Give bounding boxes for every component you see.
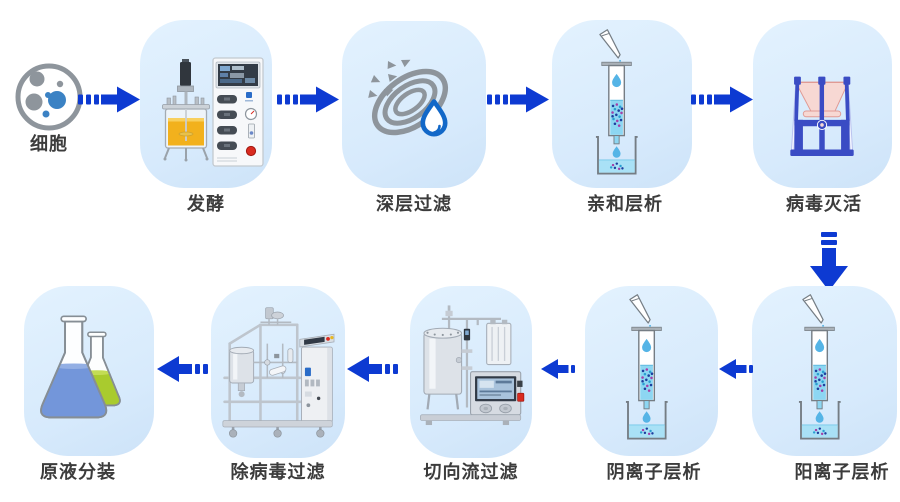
flasks-icon (34, 306, 146, 435)
step-box-tangential-flow-filtration (410, 286, 532, 458)
step-box-depth-filtration (342, 21, 486, 188)
step-label-virus-inactivation: 病毒灭活 (786, 194, 862, 214)
step-box-affinity-chromatography (552, 20, 692, 188)
step-box-cation-exchange (752, 286, 897, 456)
chromatography-column-icon (579, 26, 664, 182)
arrow-right-icon (487, 86, 549, 113)
cells-icon (15, 63, 83, 131)
mixing-bag-stand-icon (776, 54, 868, 170)
step-label-depth-filtration: 深层过滤 (376, 194, 452, 214)
step-box-bulk-filling (24, 286, 154, 456)
filtration-skid-icon (216, 294, 340, 448)
arrow-right-icon (277, 86, 339, 113)
arrow-right-icon (78, 86, 140, 113)
step-label-virus-removal-filtration: 除病毒过滤 (230, 462, 326, 482)
arrow-left-icon (719, 359, 753, 379)
filter-membrane-droplet-icon (368, 59, 449, 137)
step-box-anion-exchange (585, 286, 718, 456)
step-label-affinity-chromatography: 亲和层析 (587, 194, 663, 214)
step-label-anion-exchange: 阴离子层析 (606, 462, 702, 482)
step-label-fermentation: 发酵 (187, 194, 225, 214)
arrow-left-icon (157, 356, 208, 382)
step-box-virus-removal-filtration (211, 286, 345, 458)
step-box-fermentation (140, 20, 272, 188)
chromatography-column-icon (609, 291, 694, 447)
step-label-cells: 细胞 (30, 134, 68, 154)
arrow-left-icon (347, 356, 398, 382)
bioreactor-icon (147, 34, 267, 174)
step-label-tangential-flow-filtration: 切向流过滤 (423, 462, 519, 482)
arrow-right-icon (691, 86, 753, 113)
step-box-virus-inactivation (753, 20, 892, 188)
arrow-down-icon (810, 232, 848, 291)
arrow-left-icon (541, 359, 575, 379)
chromatography-column-icon (782, 291, 867, 447)
step-label-cation-exchange: 阳离子层析 (794, 462, 890, 482)
tff-skid-icon (415, 300, 527, 430)
step-label-bulk-filling: 原液分装 (40, 462, 116, 482)
